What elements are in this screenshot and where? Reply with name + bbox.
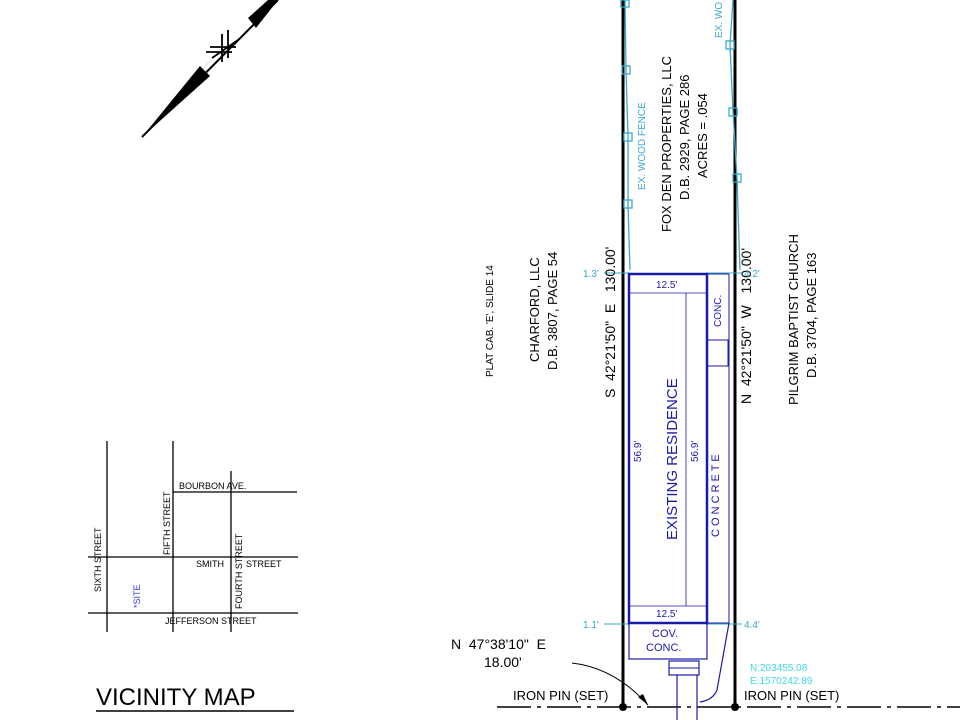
property-boundary	[497, 0, 960, 711]
offset-top-right: 4.2'	[744, 269, 760, 280]
iron-pin-left-label: IRON PIN (SET)	[513, 688, 608, 703]
coordinate-easting: E:1570242.89	[750, 676, 813, 687]
pilgrim-name: PILGRIM BAPTIST CHURCH	[786, 234, 801, 405]
north-arrow-icon	[141, 0, 279, 138]
residence-top-width: 12.5'	[656, 280, 677, 291]
text-labels: VICINITY MAP BOURBON AVE. SMITH STREET J…	[93, 2, 839, 712]
iron-pin-left	[619, 703, 627, 711]
site-marker: *SITE	[132, 584, 142, 608]
street-sixth: SIXTH STREET	[93, 527, 103, 592]
fox-den-name: FOX DEN PROPERTIES, LLC	[659, 56, 674, 232]
cov-label: COV.	[652, 628, 678, 640]
offset-lines	[604, 272, 742, 625]
vicinity-map	[88, 441, 298, 632]
wood-fence	[620, 0, 742, 271]
street-jefferson: JEFFERSON STREET	[165, 616, 257, 626]
fence-right-label: EX. WO	[714, 2, 725, 38]
charford-name: CHARFORD, LLC	[527, 257, 542, 362]
fence-left-label: EX. WOOD FENCE	[637, 102, 648, 190]
front-line-distance: 18.00'	[484, 654, 522, 670]
bearing-west-line: S 42°21'50" E 130.00'	[602, 247, 618, 398]
leader-arrow	[571, 662, 649, 706]
cov-conc-label: CONC.	[646, 642, 681, 654]
residence-left-length: 56.9'	[633, 441, 644, 462]
offset-bottom-right: 4.4'	[744, 620, 760, 631]
iron-pin-right	[731, 703, 739, 711]
residence-bottom-width: 12.5'	[656, 609, 677, 620]
residence-label: EXISTING RESIDENCE	[664, 378, 681, 540]
charford-plat: PLAT CAB. 'E', SLIDE 14	[485, 265, 496, 377]
front-line-bearing: N 47°38'10" E	[451, 636, 546, 652]
street-bourbon: BOURBON AVE.	[179, 481, 246, 491]
vicinity-map-title: VICINITY MAP	[96, 684, 256, 711]
existing-residence	[627, 272, 730, 720]
concrete-strip-label: C O N C R E T E	[710, 454, 722, 537]
iron-pin-right-label: IRON PIN (SET)	[744, 688, 839, 703]
pilgrim-deed: D.B. 3704, PAGE 163	[804, 253, 819, 379]
coordinate-northing: N:203455.08	[750, 663, 808, 674]
street-smith: SMITH	[196, 559, 224, 569]
offset-top-left: 1.3'	[583, 269, 599, 280]
charford-deed: D.B. 3807, PAGE 54	[545, 252, 560, 370]
bearing-east-line: N 42°21'50" W 130.00'	[738, 248, 754, 404]
street-smith-street: STREET	[246, 559, 282, 569]
street-fifth: FIFTH STREET	[162, 491, 172, 555]
offset-bottom-left: 1.1'	[583, 620, 599, 631]
conc-top-label: CONC.	[713, 295, 724, 327]
fox-den-deed: D.B. 2929, PAGE 286	[677, 75, 692, 201]
fox-den-acres: ACRES = .054	[695, 93, 710, 178]
street-fourth: FOURTH STREET	[234, 533, 244, 609]
residence-right-length: 56.9'	[690, 441, 701, 462]
